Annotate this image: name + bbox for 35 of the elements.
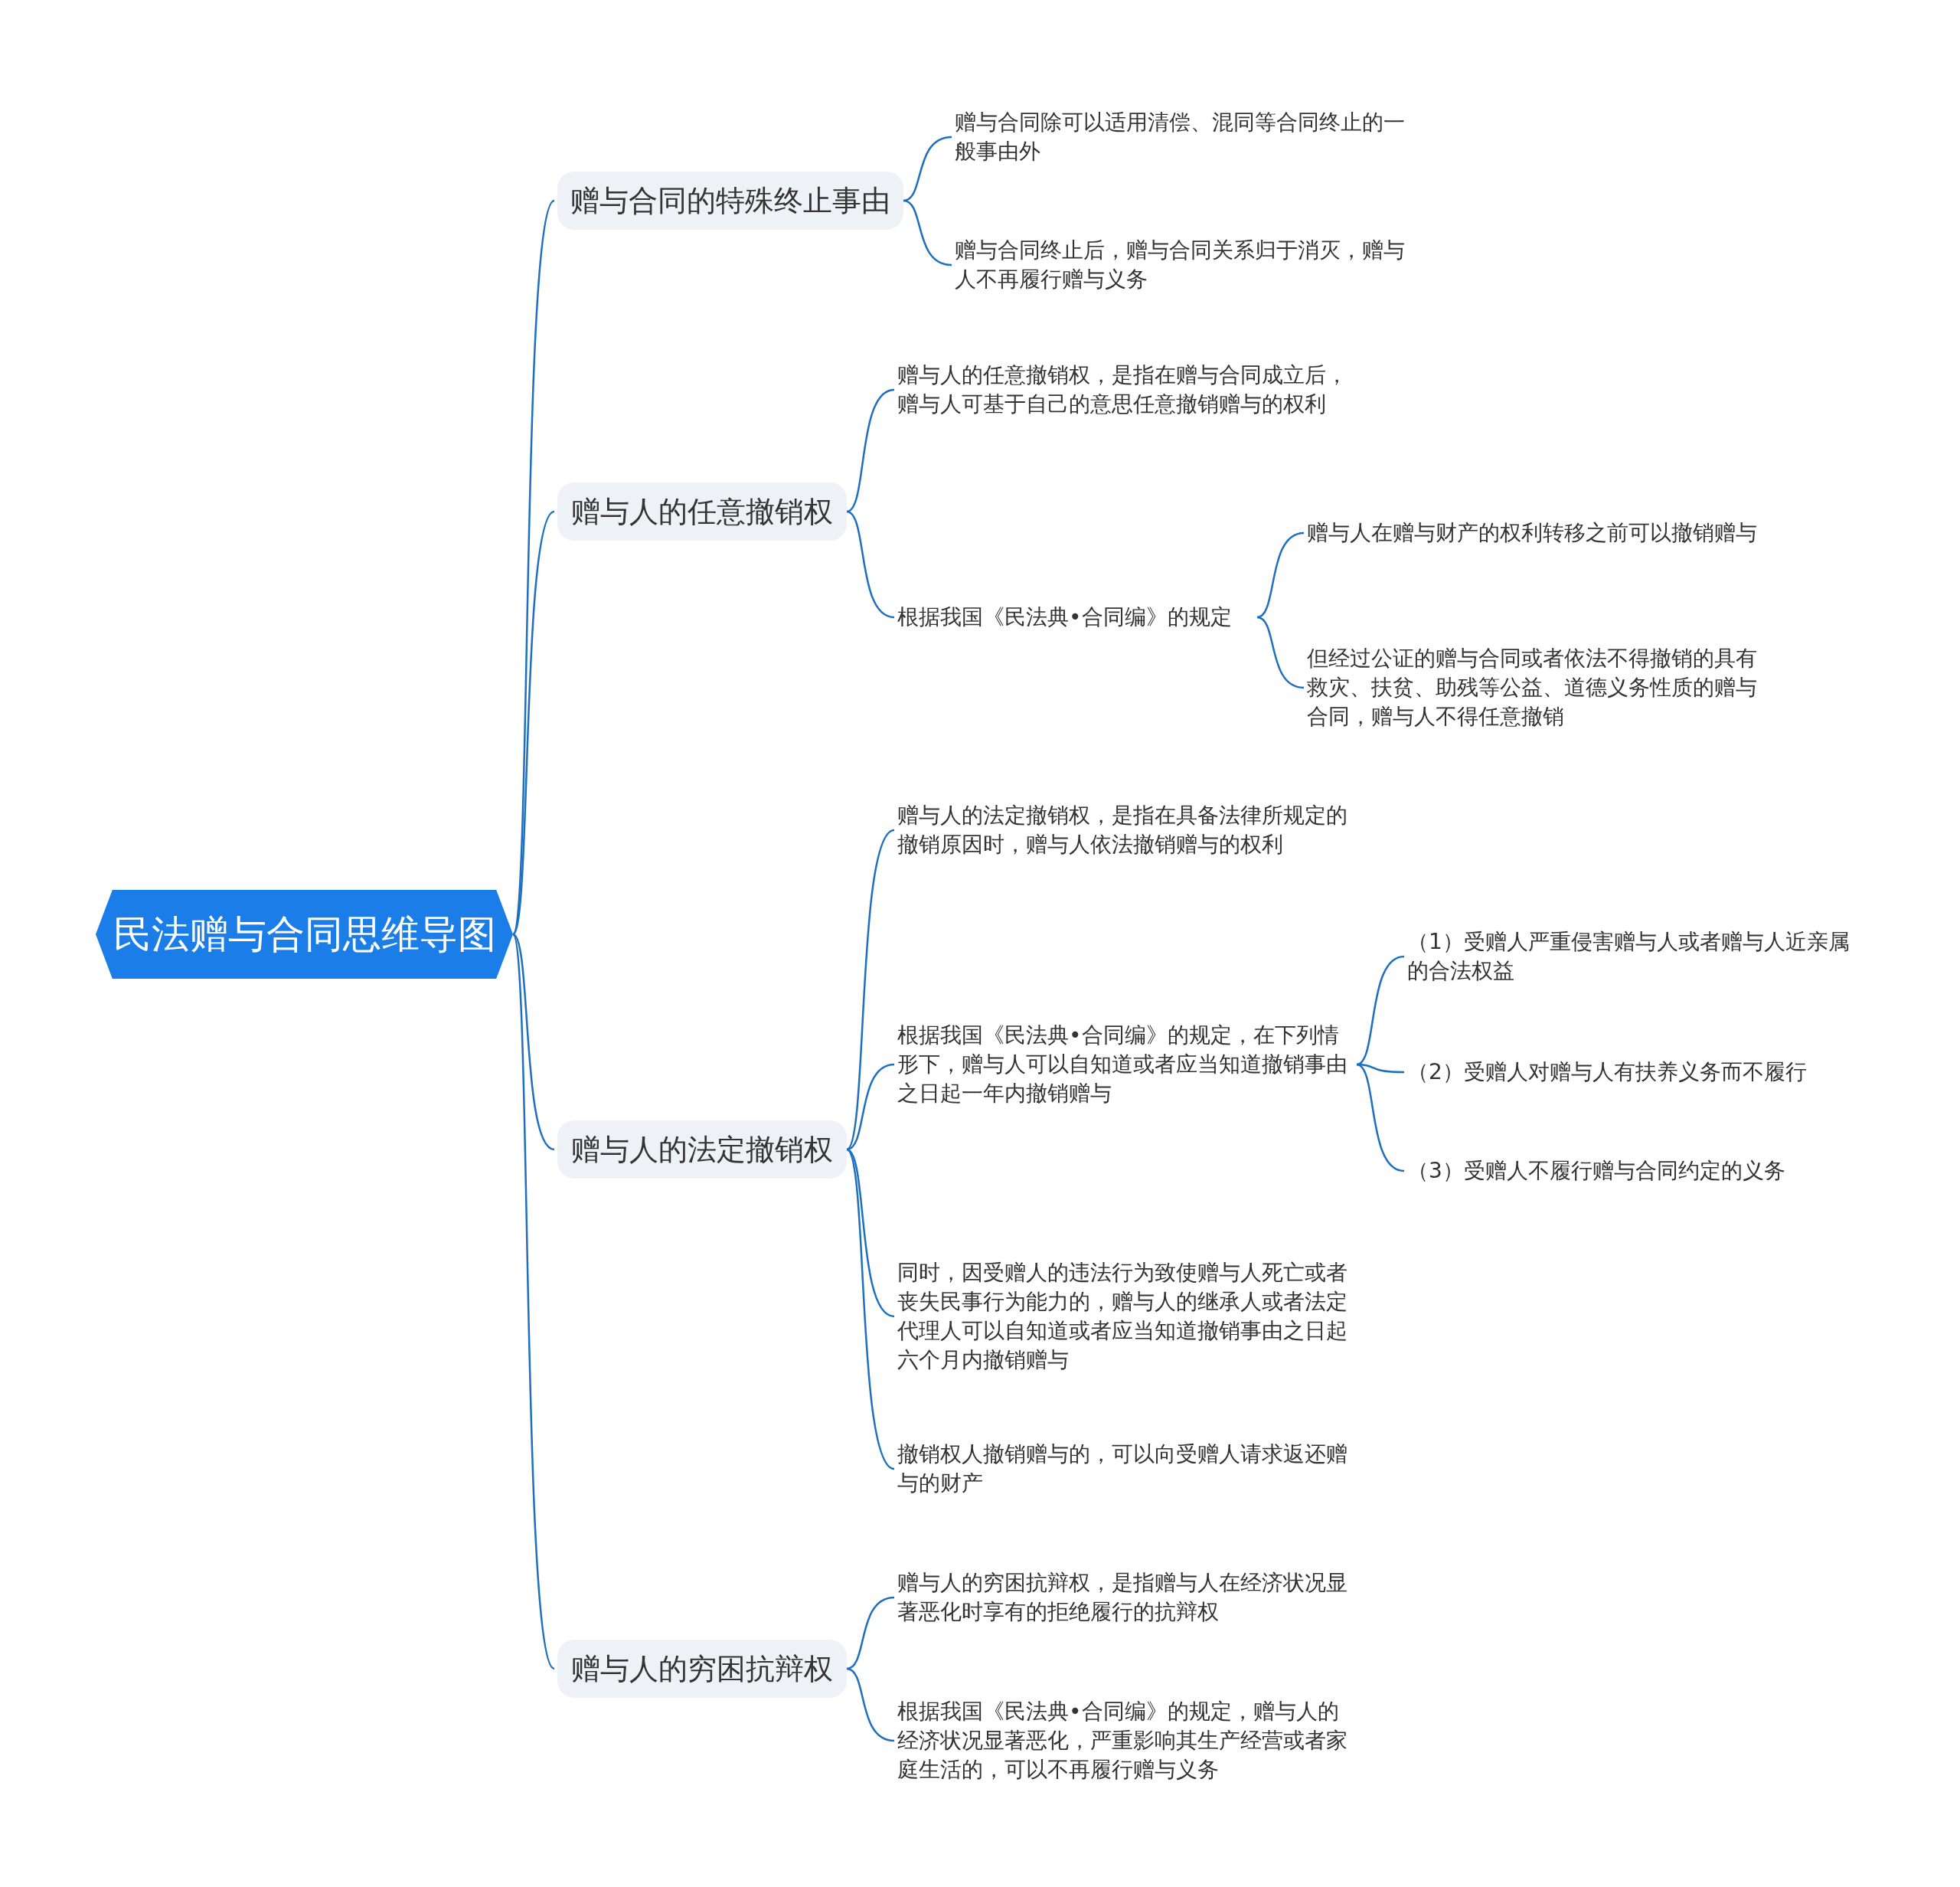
topic-box: 赠与合同的特殊终止事由 <box>557 172 903 230</box>
subtopic-text: 根据我国《民法典•合同编》的规定，在下列情形下，赠与人可以自知道或者应当知道撤销事由之日起一年内撤销赠与 <box>897 1021 1357 1108</box>
topic-box: 赠与人的任意撤销权 <box>557 482 847 541</box>
topic-box: 赠与人的法定撤销权 <box>557 1120 847 1179</box>
connector-line <box>1356 955 1405 1066</box>
connector-line <box>846 1149 895 1470</box>
subtopic-text: 赠与合同除可以适用清偿、混同等合同终止的一般事由外 <box>955 108 1414 166</box>
connector-line <box>846 1148 895 1318</box>
subtopic-text: 赠与合同终止后，赠与合同关系归于消灭，赠与人不再履行赠与义务 <box>955 236 1414 294</box>
subtopic-text: 赠与人在赠与财产的权利转移之前可以撤销赠与 <box>1307 518 1766 548</box>
subtopic-text: （2）受赠人对赠与人有扶养义务而不履行 <box>1407 1058 1859 1087</box>
subtopic-text: 撤销权人撤销赠与的，可以向受赠人请求返还赠与的财产 <box>897 1440 1357 1498</box>
connector-line <box>846 510 895 619</box>
connector-line <box>903 136 952 202</box>
connector-line <box>846 1667 895 1742</box>
subtopic-text: 赠与人的任意撤销权，是指在赠与合同成立后，赠与人可基于自己的意思任意撤销赠与的权利 <box>897 361 1357 419</box>
subtopic-text: （1）受赠人严重侵害赠与人或者赠与人近亲属的合法权益 <box>1407 927 1859 986</box>
subtopic-text: 赠与人的穷困抗辩权，是指赠与人在经济状况显著恶化时享有的拒绝履行的抗辩权 <box>897 1568 1357 1627</box>
connector-line <box>846 829 895 1150</box>
subtopic-text: 但经过公证的赠与合同或者依法不得撤销的具有救灾、扶贫、助残等公益、道德义务性质的赠与合同，赠与人不得任意撤销 <box>1307 644 1766 731</box>
connector-line <box>846 1063 895 1151</box>
subtopic-text: 根据我国《民法典•合同编》的规定，赠与人的经济状况显著恶化，严重影响其生产经营或者家庭生活的，可以不再履行赠与义务 <box>897 1697 1357 1784</box>
topic-box: 赠与人的穷困抗辩权 <box>557 1640 847 1698</box>
connector-line <box>1256 616 1305 689</box>
connector-line <box>846 388 895 513</box>
subtopic-text: 赠与人的法定撤销权，是指在具备法律所规定的撤销原因时，赠与人依法撤销赠与的权利 <box>897 801 1357 859</box>
connector-line <box>903 199 952 267</box>
subtopic-text: （3）受赠人不履行赠与合同约定的义务 <box>1407 1156 1859 1186</box>
connector-line <box>1256 531 1305 619</box>
connector-line <box>512 934 555 1151</box>
subtopic-text: 根据我国《民法典•合同编》的规定 <box>897 603 1257 632</box>
subtopic-text: 同时，因受赠人的违法行为致使赠与人死亡或者丧失民事行为能力的，赠与人的继承人或者法定代理人可以自知道或者应当知道撤销事由之日起六个月内撤销赠与 <box>897 1258 1357 1375</box>
connector-line <box>1356 1063 1405 1172</box>
connector-line <box>846 1596 895 1670</box>
central-topic: 民法赠与合同思维导图 <box>96 890 513 979</box>
